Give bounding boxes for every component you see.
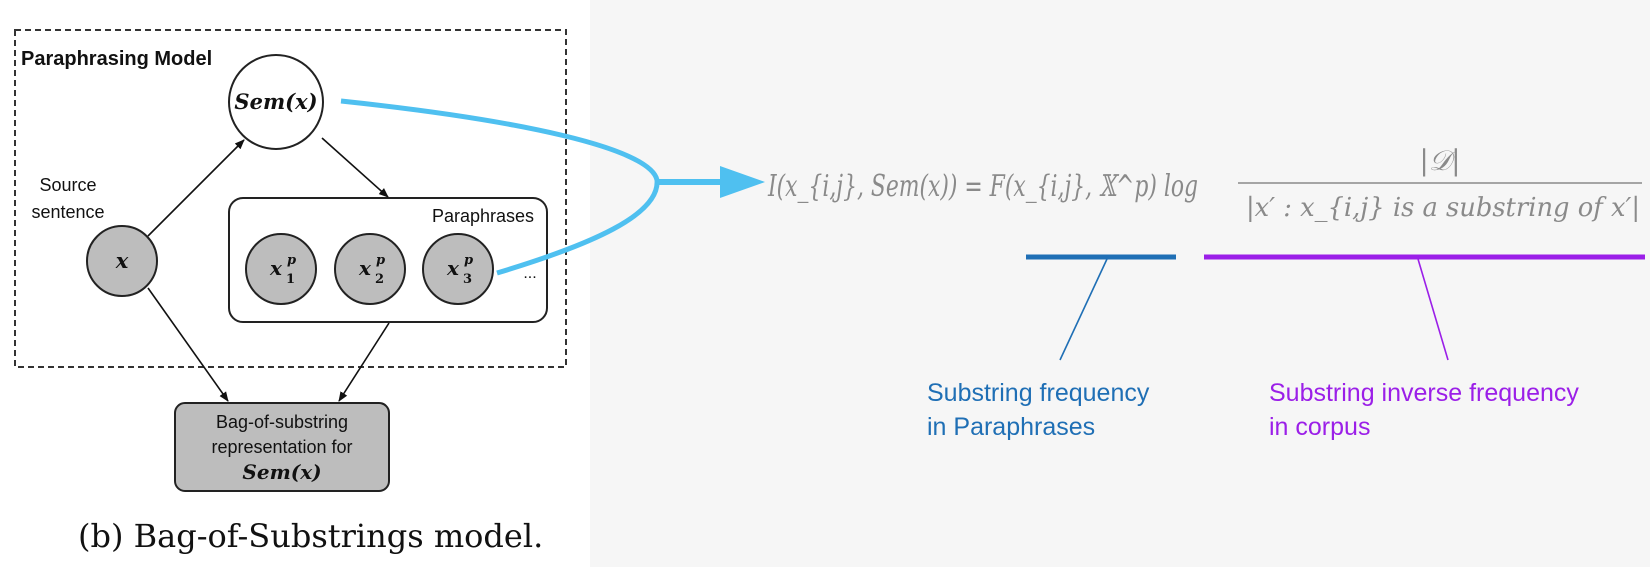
paraphrase-ellipsis: ... bbox=[523, 265, 536, 282]
highlight-arrowhead bbox=[720, 166, 765, 198]
bag-label-line3: Sem(x) bbox=[242, 460, 321, 484]
arrow-sem-to-paraphrases bbox=[321, 137, 389, 198]
sem-node bbox=[228, 54, 324, 150]
freq-annotation-label: Substring frequency in Paraphrases bbox=[927, 379, 1150, 441]
paraphrase-node-3-label: x bbox=[446, 256, 460, 280]
paraphrase-node-2-sup: p bbox=[376, 253, 385, 268]
arrow-paraphrases-to-bag bbox=[338, 322, 390, 402]
arrow-source-to-bag bbox=[147, 287, 229, 402]
highlight-arrow-curve bbox=[340, 98, 660, 276]
source-node bbox=[86, 225, 158, 297]
paraphrase-node-3-sup: p bbox=[464, 253, 473, 268]
paraphrase-node-1-sub: 1 bbox=[286, 272, 295, 287]
paraphrase-node-2 bbox=[334, 233, 406, 305]
figure-caption: (b) Bag-of-Substrings model. bbox=[78, 517, 543, 555]
paraphrasing-model-box bbox=[14, 29, 567, 368]
freq-pointer bbox=[1059, 258, 1108, 361]
source-label-line1: Source bbox=[39, 175, 96, 195]
paraphrases-label: Paraphrases bbox=[432, 206, 534, 226]
model-title: Paraphrasing Model bbox=[21, 48, 212, 70]
paraphrase-node-3-sub: 3 bbox=[463, 272, 472, 287]
source-label-line2: sentence bbox=[31, 202, 104, 222]
arrow-source-to-sem bbox=[147, 139, 245, 237]
equation-lhs: I(x_{i,j}, Sem(x)) = F(x_{i,j}, 𝕏^p) log bbox=[767, 169, 1198, 204]
paraphrase-node-1-sup: p bbox=[287, 253, 296, 268]
paraphrase-node-3 bbox=[422, 233, 494, 305]
sem-node-label: Sem(x) bbox=[234, 89, 317, 114]
equation-denominator: |x′ : x_{i,j} is a substring of x′| bbox=[1246, 193, 1640, 223]
equation-numerator: |𝒟| bbox=[1419, 144, 1460, 177]
inv-freq-pointer bbox=[1417, 258, 1449, 361]
bag-label-line1: Bag-of-substring bbox=[216, 412, 348, 432]
paraphrase-node-2-sub: 2 bbox=[375, 272, 384, 287]
source-node-label: x bbox=[115, 248, 129, 273]
inv-freq-annotation-label: Substring inverse frequency in corpus bbox=[1269, 379, 1579, 441]
bag-of-substring-box bbox=[174, 402, 390, 492]
paraphrase-node-2-label: x bbox=[358, 256, 372, 280]
bag-label-line2: representation for bbox=[211, 437, 352, 457]
paraphrase-node-1 bbox=[245, 233, 317, 305]
paraphrase-node-1-label: x bbox=[269, 256, 283, 280]
